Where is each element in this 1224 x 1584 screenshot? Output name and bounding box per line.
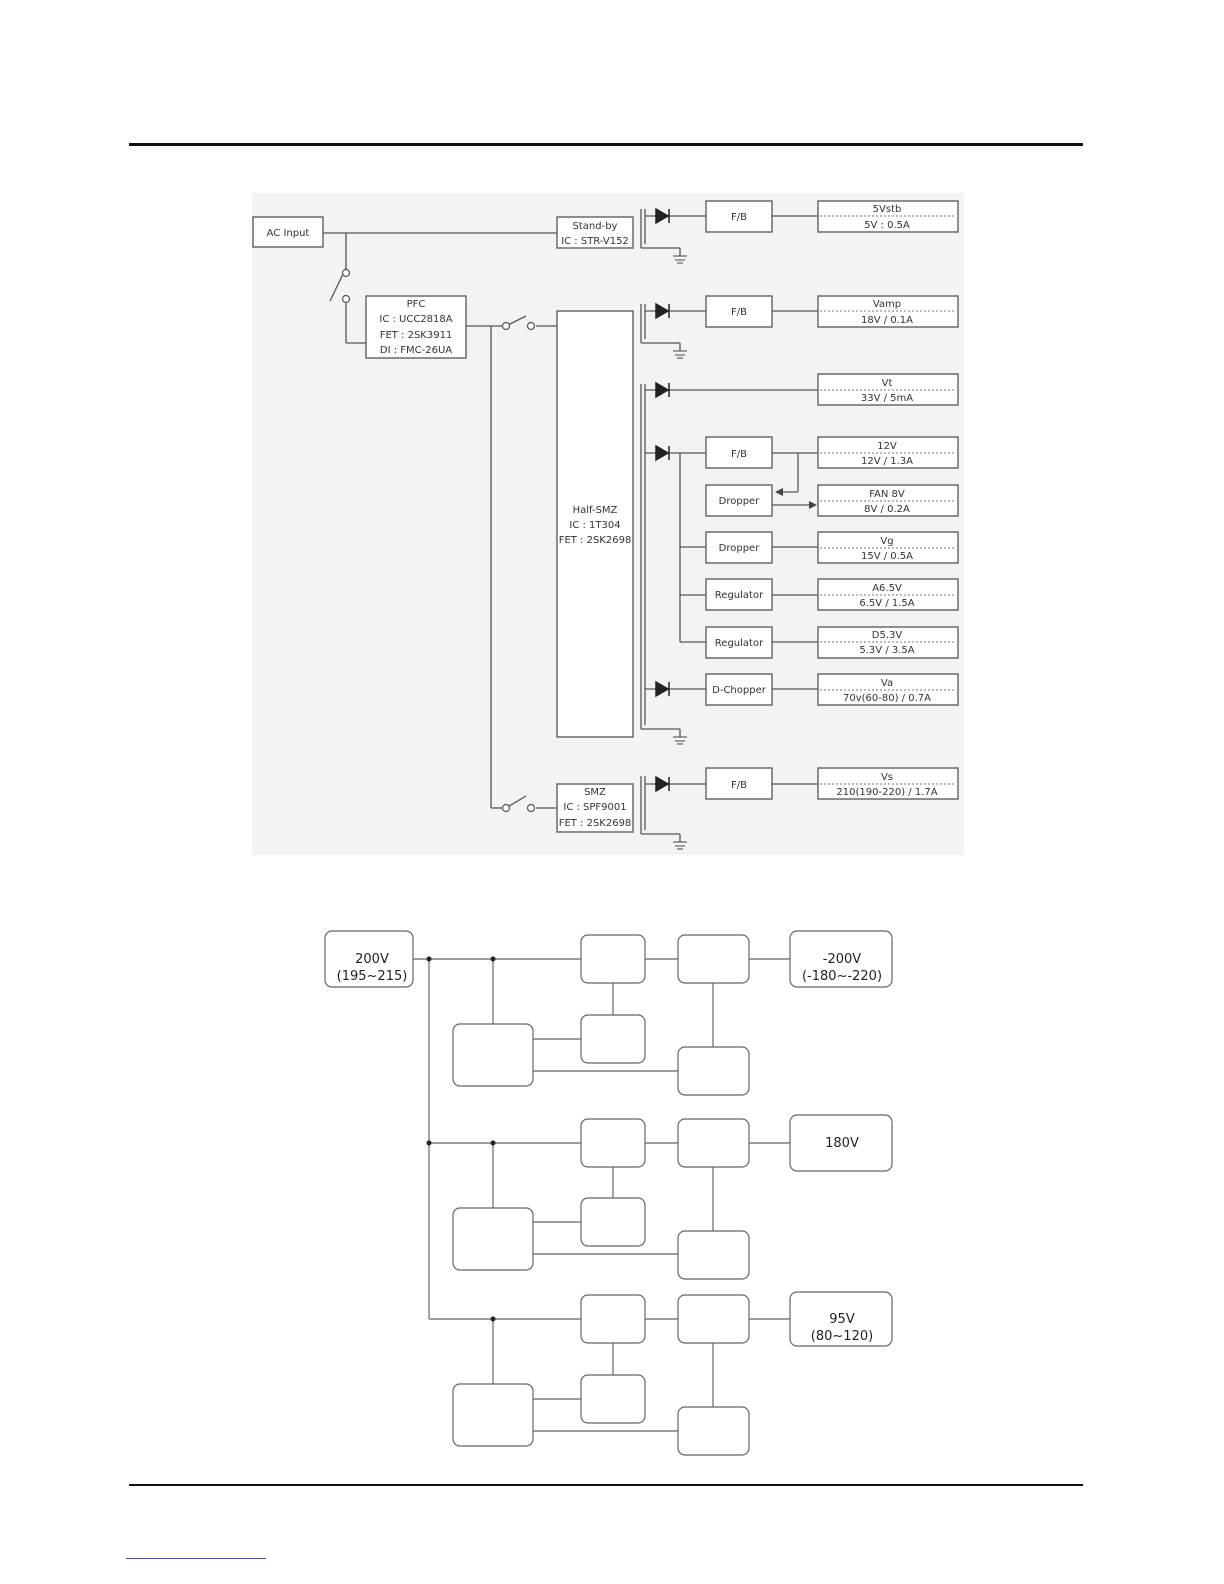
standby-title: Stand-by <box>573 221 618 232</box>
output-spec: 70v(60-80) / 0.7A <box>843 693 931 704</box>
output-spec: 5V : 0.5A <box>864 220 910 231</box>
output-voltage-range: (80~120) <box>811 1329 873 1344</box>
output-voltage: -200V <box>823 952 862 967</box>
output-name: D5.3V <box>872 630 903 641</box>
smz-title: SMZ <box>584 787 606 798</box>
fb-stage-label: F/B <box>731 449 747 460</box>
ground-icon <box>673 255 687 264</box>
half-smz-fet: FET : 2SK2698 <box>559 535 632 546</box>
output-name: Vs <box>881 772 893 783</box>
footer-rule <box>129 1484 1083 1486</box>
output-spec: 5.3V / 3.5A <box>859 645 914 656</box>
pfc-fet: FET : 2SK3911 <box>380 330 453 341</box>
standby-ic: IC : STR-V152 <box>561 236 629 247</box>
output-spec: 6.5V / 1.5A <box>859 598 914 609</box>
output-name: FAN 8V <box>869 489 905 500</box>
output-spec: 210(190-220) / 1.7A <box>836 787 937 798</box>
pfc-title: PFC <box>407 299 426 310</box>
input-voltage-range: (195~215) <box>337 969 408 984</box>
diode-icon <box>655 775 670 793</box>
pfc-ic: IC : UCC2818A <box>379 314 452 325</box>
diode-icon <box>655 302 670 320</box>
ground-icon <box>673 350 687 359</box>
output-name: A6.5V <box>872 583 902 594</box>
diode-icon <box>655 680 670 698</box>
output-voltage: 95V <box>829 1312 855 1327</box>
output-voltage: 180V <box>825 1136 859 1151</box>
half-smz-title: Half-SMZ <box>573 505 618 516</box>
power-supply-block-diagram: AC Input Stand-by IC : STR-V152 PFC IC :… <box>252 193 964 855</box>
output-name: Vt <box>882 378 893 389</box>
dropper-stage-label: Dropper <box>719 543 761 554</box>
pfc-di: DI : FMC-26UA <box>380 345 452 356</box>
output-spec: 18V / 0.1A <box>861 315 913 326</box>
output-voltage-range: (-180~-220) <box>802 969 882 984</box>
ground-icon <box>673 736 687 745</box>
ground-icon <box>673 841 687 850</box>
diode-icon <box>655 444 670 462</box>
output-name: 12V <box>877 441 897 452</box>
output-name: Vg <box>880 536 893 547</box>
fb-stage-label: F/B <box>731 307 747 318</box>
half-smz-ic: IC : 1T304 <box>569 520 620 531</box>
output-name: 5Vstb <box>873 204 902 215</box>
smz-ic: IC : SPF9001 <box>563 802 626 813</box>
output-spec: 8V / 0.2A <box>864 504 910 515</box>
fb-stage-label: F/B <box>731 212 747 223</box>
dropper-stage-label: Dropper <box>719 496 761 507</box>
output-spec: 12V / 1.3A <box>861 456 913 467</box>
dchopper-stage-label: D-Chopper <box>712 685 767 696</box>
smz-fet: FET : 2SK2698 <box>559 818 632 829</box>
regulator-stage-label: Regulator <box>715 638 764 649</box>
diode-icon <box>655 207 670 225</box>
voltage-block-diagram: 200V (195~215) -200V (-180~-220) 180V 95… <box>324 930 893 1456</box>
regulator-stage-label: Regulator <box>715 590 764 601</box>
footer-link-underline[interactable] <box>126 1558 266 1559</box>
diode-icon <box>655 381 670 399</box>
ac-input-label: AC Input <box>267 228 310 239</box>
output-name: Vamp <box>873 299 901 310</box>
output-name: Va <box>881 678 893 689</box>
fb-stage-label: F/B <box>731 780 747 791</box>
output-spec: 33V / 5mA <box>861 393 913 404</box>
header-rule <box>129 143 1083 146</box>
output-spec: 15V / 0.5A <box>861 551 913 562</box>
input-voltage: 200V <box>355 952 389 967</box>
